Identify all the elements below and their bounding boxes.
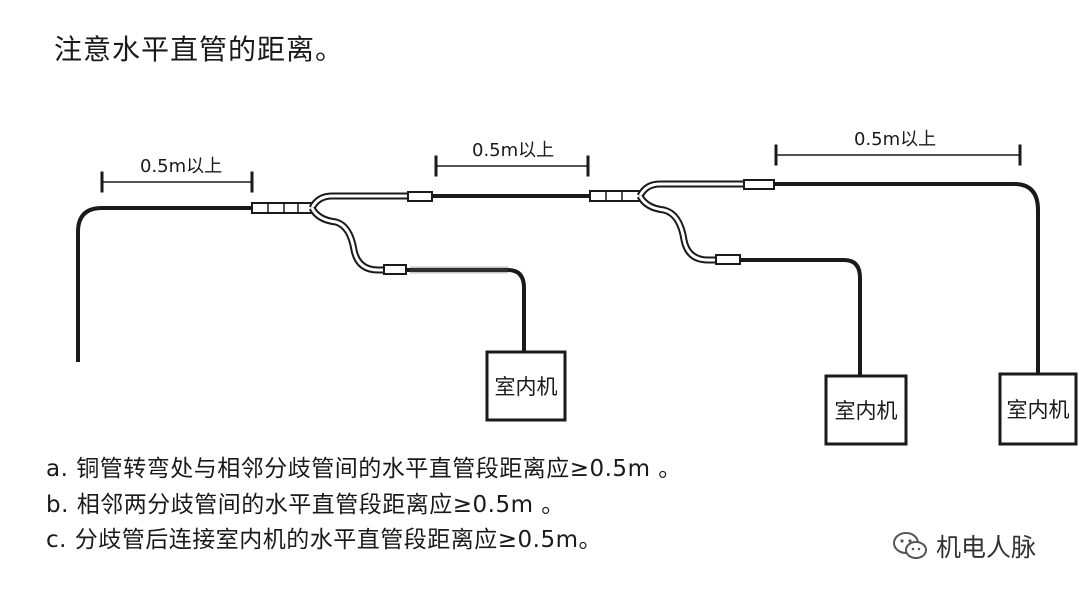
indoor-unit-1-label: 室内机 bbox=[495, 375, 558, 399]
page-title: 注意水平直管的距离。 bbox=[54, 33, 345, 66]
dimension-label-1: 0.5m以上 bbox=[140, 156, 222, 177]
indoor-unit-3: 室内机 bbox=[998, 372, 1078, 446]
main-pipe-outlet bbox=[774, 182, 1040, 374]
note-a: a. 铜管转弯处与相邻分歧管间的水平直管段距离应≥0.5m 。 bbox=[46, 456, 682, 482]
pipe-joint-1 bbox=[251, 202, 313, 214]
branch-joint-2 bbox=[636, 179, 775, 265]
main-pipe-inlet bbox=[76, 206, 252, 362]
indoor-unit-2: 室内机 bbox=[824, 374, 908, 446]
watermark-text: 机电人脉 bbox=[936, 533, 1037, 562]
note-b: b. 相邻两分歧管间的水平直管段距离应≥0.5m 。 bbox=[46, 491, 565, 518]
dimension-label-3: 0.5m以上 bbox=[854, 129, 936, 150]
indoor-unit-3-label: 室内机 bbox=[1007, 398, 1070, 422]
wechat-icon bbox=[893, 532, 927, 559]
indoor-unit-2-label: 室内机 bbox=[835, 399, 898, 423]
indoor-unit-1: 室内机 bbox=[485, 350, 567, 422]
notes-list: a. 铜管转弯处与相邻分歧管间的水平直管段距离应≥0.5m 。 b. 相邻两分歧… bbox=[46, 452, 682, 559]
branch-pipe-to-indoor-unit-1 bbox=[406, 268, 526, 352]
watermark: 机电人脉 bbox=[892, 528, 1036, 564]
note-c: c. 分歧管后连接室内机的水平直管段距离应≥0.5m。 bbox=[46, 527, 603, 554]
branch-joint-1 bbox=[308, 191, 433, 275]
branch-pipe-to-indoor-unit-2 bbox=[740, 258, 862, 376]
pipe-joint-2 bbox=[589, 190, 641, 202]
dimension-label-2: 0.5m以上 bbox=[472, 140, 554, 161]
